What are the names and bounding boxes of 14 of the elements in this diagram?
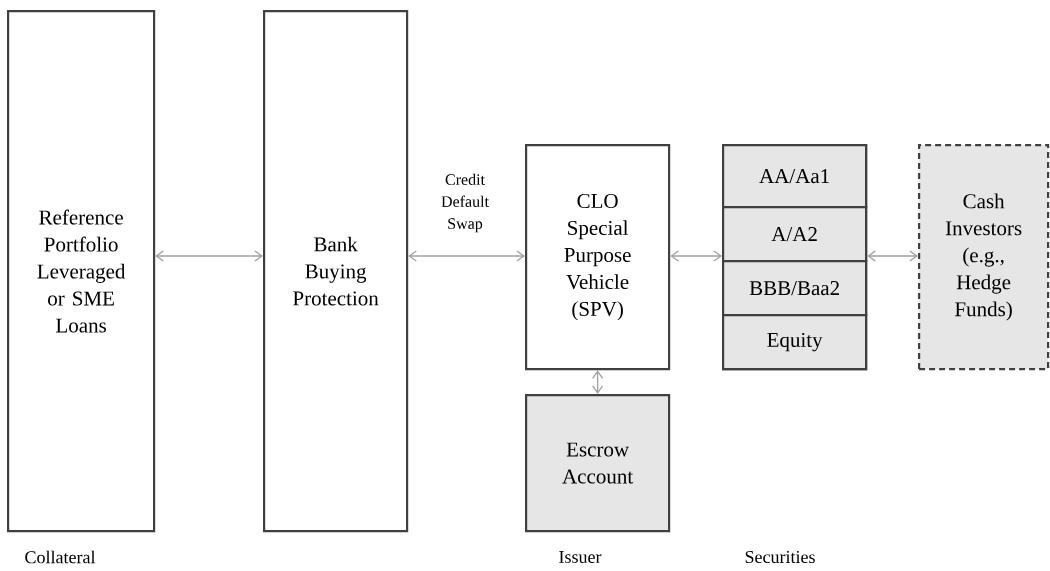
arrow	[155, 250, 263, 262]
spv-box: CLO Special Purpose Vehicle (SPV)	[525, 144, 671, 371]
column-label: Securities	[745, 550, 815, 564]
arrow	[867, 250, 918, 262]
bank-box: Bank Buying Protection	[263, 10, 409, 533]
edge-label: Credit Default Swap	[429, 172, 501, 234]
investors-box: Cash Investors (e.g., Hedge Funds)	[918, 144, 1050, 371]
arrow	[670, 250, 722, 262]
column-label: Collateral	[25, 550, 96, 564]
portfolio-box: Reference Portfolio Leveraged or SME Loans	[7, 10, 156, 533]
escrow-box: Escrow Account	[525, 394, 671, 533]
arrow	[591, 370, 604, 394]
column-label: Issuer	[559, 551, 602, 563]
arrow	[408, 250, 525, 262]
